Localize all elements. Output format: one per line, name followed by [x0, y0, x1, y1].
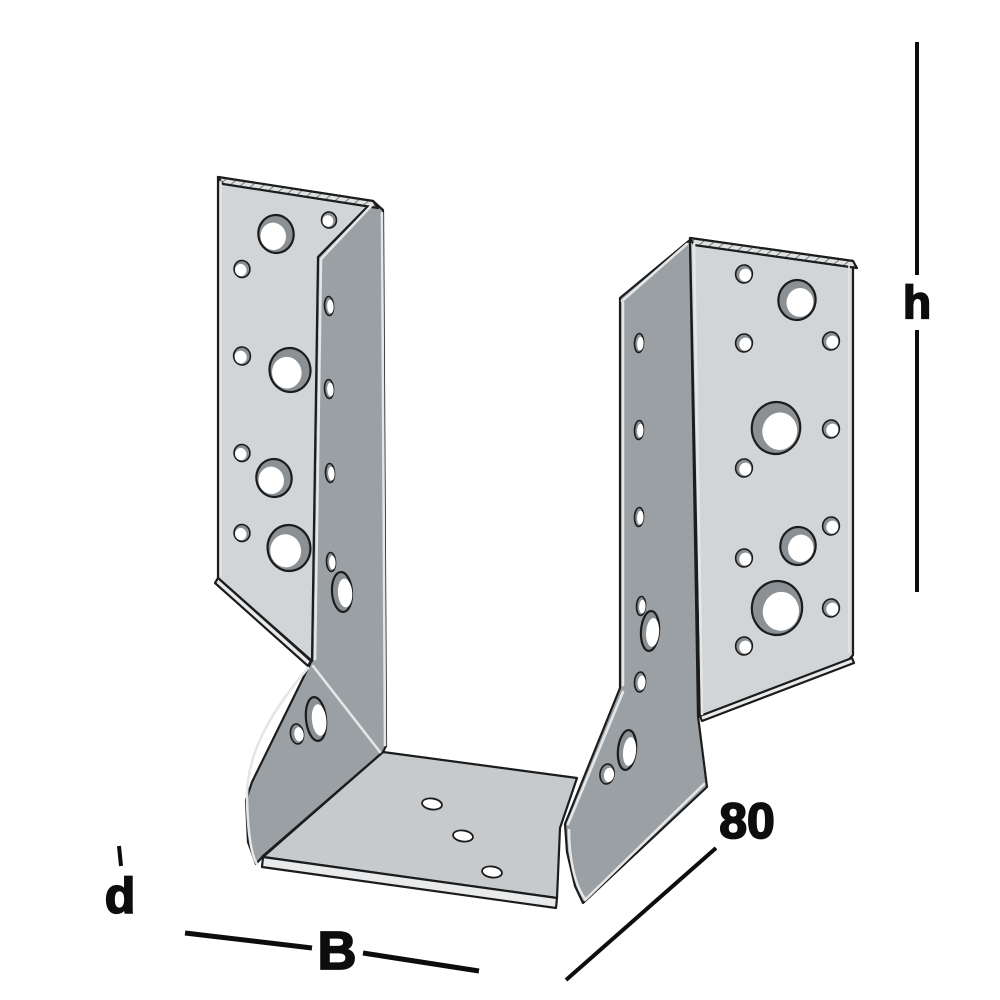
dimension-width: B	[184, 920, 480, 982]
nail-holes	[232, 211, 841, 879]
dimension-label-width: B	[318, 921, 357, 981]
dimension-label-depth: 80	[719, 793, 775, 849]
joist-hanger	[213, 175, 859, 910]
right-flange-plate	[688, 236, 855, 718]
channel-floor-lip	[260, 855, 559, 910]
dimension-label-flange: d	[105, 868, 136, 924]
right-plate-cut-edge	[698, 656, 856, 723]
dimension-line-width-right	[362, 950, 480, 974]
dimension-h: h	[902, 42, 932, 592]
right-plate-top-edge	[688, 236, 859, 270]
dimension-label-h: h	[903, 276, 931, 328]
dimension-line-depth	[564, 846, 718, 982]
right-web-and-wall	[563, 238, 709, 905]
bend-highlights	[220, 180, 850, 902]
left-plate-cut-edge	[213, 576, 313, 668]
dimension-line-flange-tick	[117, 845, 123, 867]
dimension-flange: d	[104, 845, 136, 925]
dimension-depth: 80	[564, 792, 776, 982]
dimension-line-width-left	[184, 930, 313, 951]
